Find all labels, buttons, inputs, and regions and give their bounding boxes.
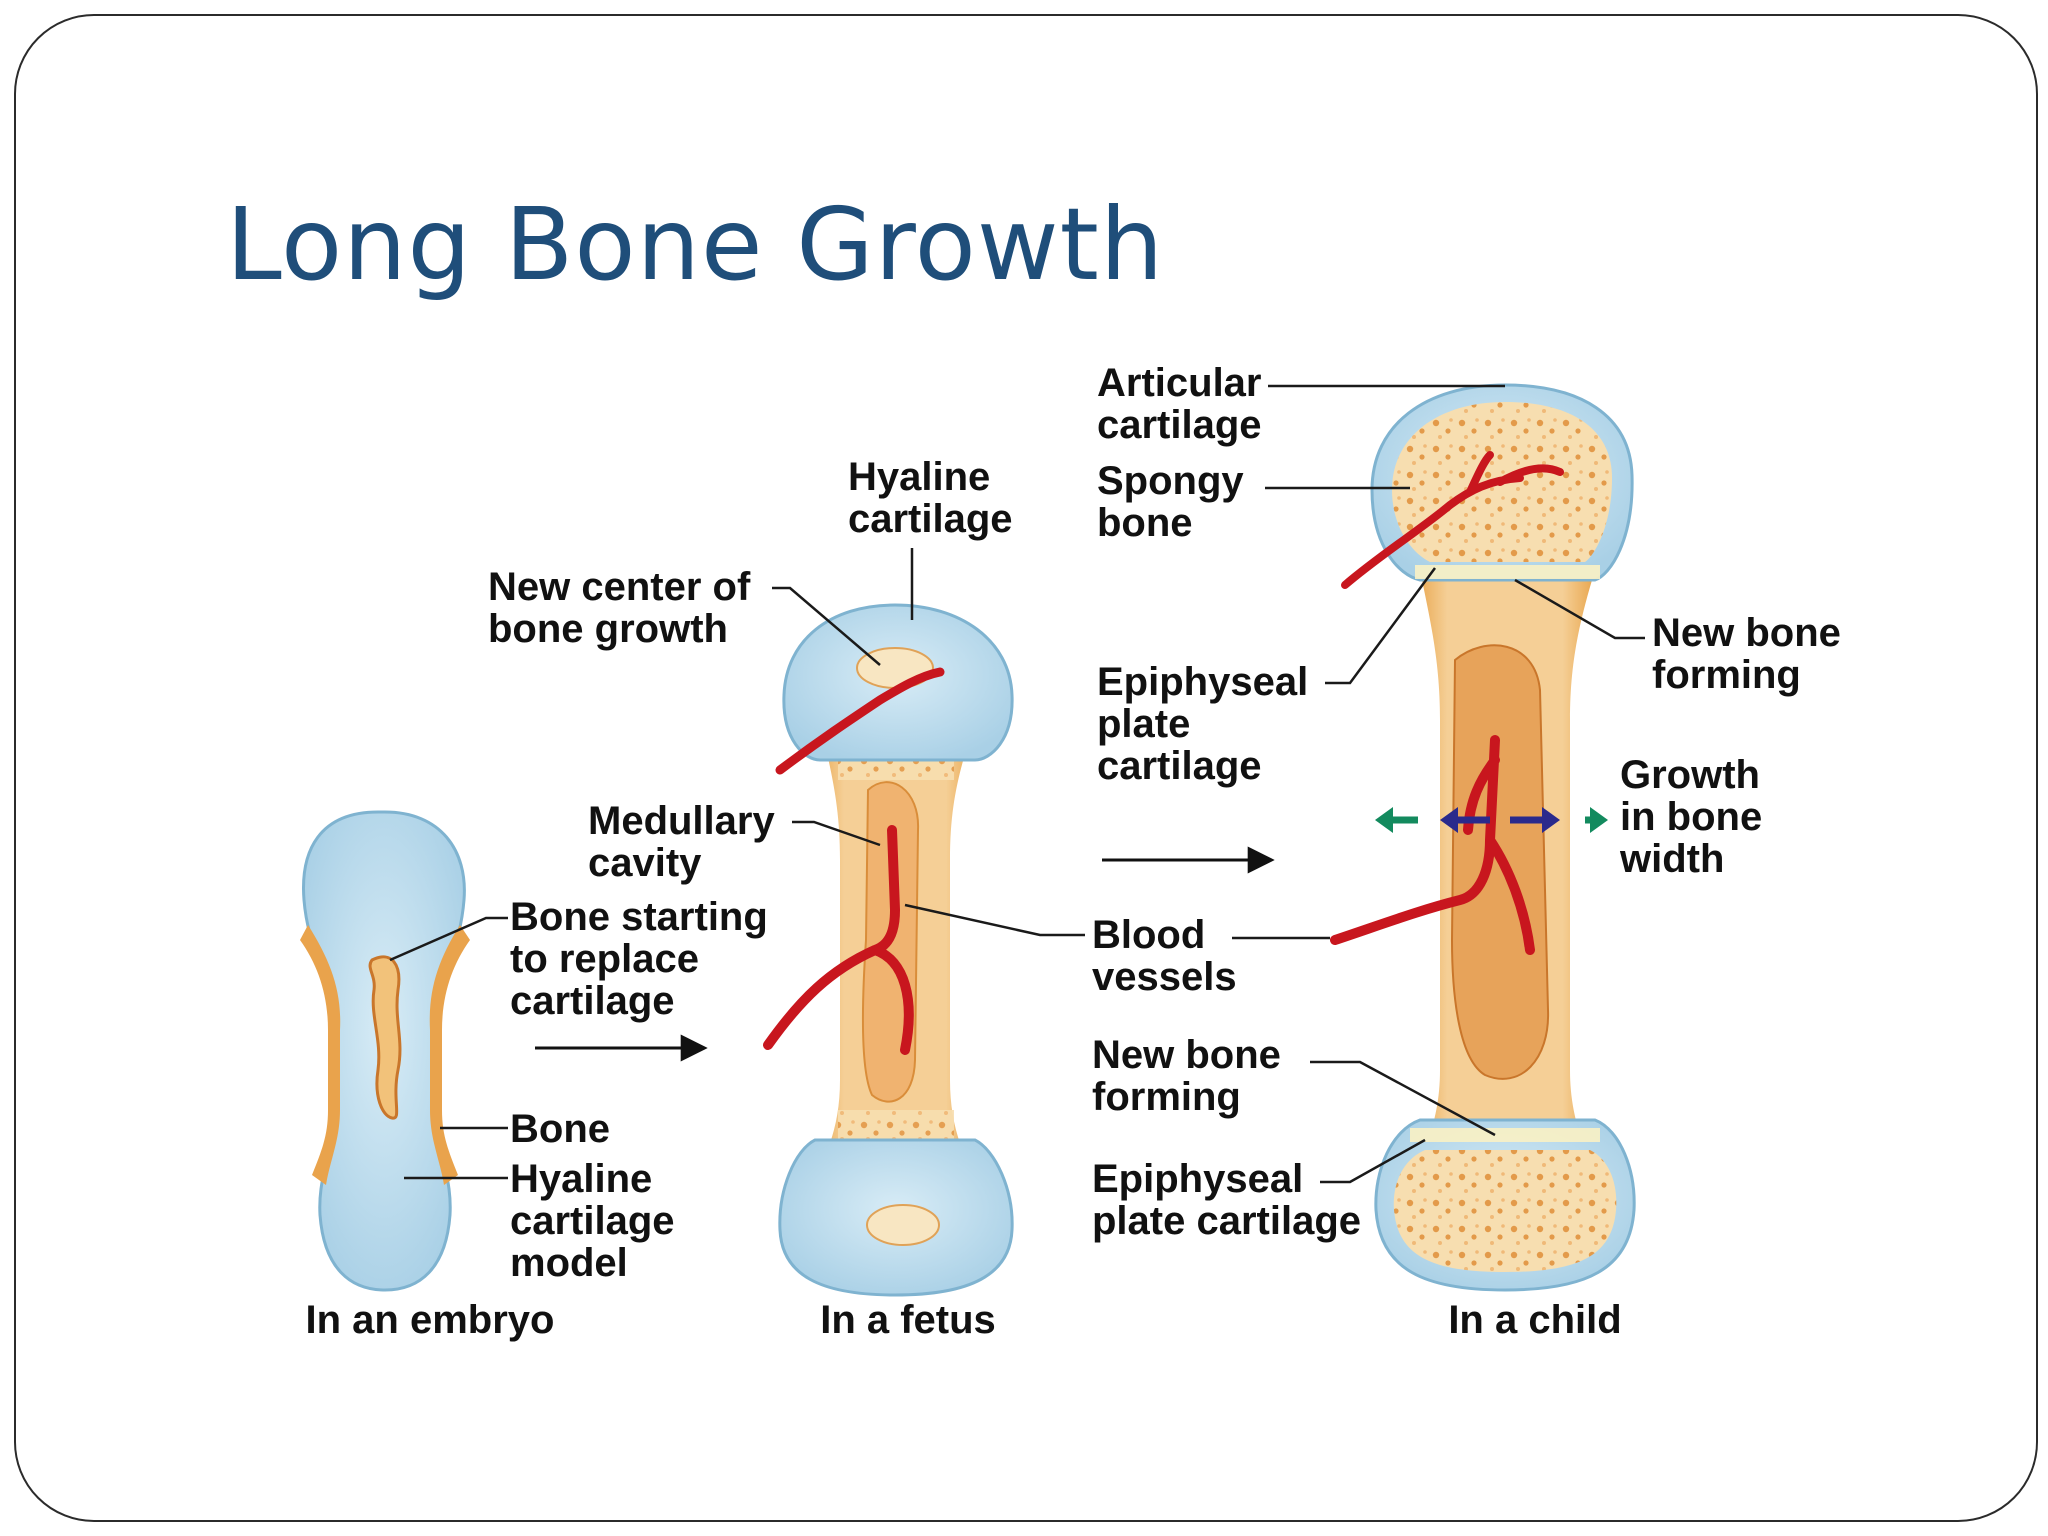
fetus-blood-vessel-upper [775, 667, 945, 775]
embryo-ossification-center [368, 955, 402, 1120]
label-child-epiphyseal-upper: Epiphyseal plate cartilage [1097, 660, 1319, 788]
fetus-lower-center [866, 1204, 940, 1246]
child-blood-vessel-upper [1341, 451, 1564, 589]
width-arrow-outer-right-head [1590, 807, 1608, 833]
width-arrow-inner-left-head [1440, 807, 1458, 833]
slide-title: Long Bone Growth [226, 186, 1165, 303]
width-arrow-outer-left-head [1375, 807, 1393, 833]
leader-lines [389, 384, 1645, 1184]
leader-child-epiphyseal-lower [1320, 1138, 1426, 1184]
label-fetus-hyaline: Hyaline cartilage [848, 455, 1013, 541]
label-blood-vessels: Blood vessels [1092, 913, 1237, 999]
caption-embryo: In an embryo [306, 1298, 555, 1342]
embryo-bone-collar-left [300, 925, 341, 1185]
leader-embryo-bone-starting [389, 916, 508, 962]
child-upper-epiphyseal-plate [1415, 565, 1600, 579]
leader-blood-vessels-fetus [904, 903, 1085, 937]
caption-child: In a child [1448, 1298, 1621, 1342]
fetus-blood-vessel-lower [763, 825, 914, 1055]
width-arrow-inner-right-head [1542, 807, 1560, 833]
leader-child-epiphyseal-upper [1325, 567, 1437, 685]
label-embryo-bone: Bone [510, 1107, 610, 1151]
child-bone [1330, 383, 1636, 1292]
label-fetus-medullary: Medullary cavity [588, 799, 786, 885]
label-child-new-bone-upper: New bone forming [1652, 611, 1852, 697]
label-embryo-hyaline-model: Hyaline cartilage model [510, 1157, 686, 1285]
child-lower-spongy-bone [1393, 1150, 1617, 1272]
label-child-growth-width: Growth in bone width [1619, 753, 1773, 881]
label-child-articular: Articular cartilage [1097, 361, 1273, 447]
width-arrows [1375, 807, 1608, 833]
label-embryo-bone-starting: Bone starting to replace cartilage [510, 895, 779, 1023]
fetus-bone [763, 603, 1014, 1297]
label-child-epiphyseal-lower: Epiphyseal plate cartilage [1092, 1157, 1361, 1243]
leader-fetus-new-center [772, 586, 881, 666]
label-fetus-new-center: New center of bone growth [488, 565, 761, 651]
caption-fetus: In a fetus [820, 1298, 996, 1342]
leader-child-new-bone-upper [1514, 578, 1645, 640]
label-child-new-bone-lower: New bone forming [1092, 1033, 1292, 1119]
leader-child-new-bone-lower [1310, 1060, 1496, 1137]
embryo-bone [300, 810, 470, 1292]
label-child-spongy: Spongy bone [1097, 459, 1255, 545]
embryo-bone-collar-right [429, 925, 470, 1185]
leader-fetus-medullary [792, 820, 881, 847]
child-lower-epiphyseal-plate [1410, 1128, 1600, 1142]
